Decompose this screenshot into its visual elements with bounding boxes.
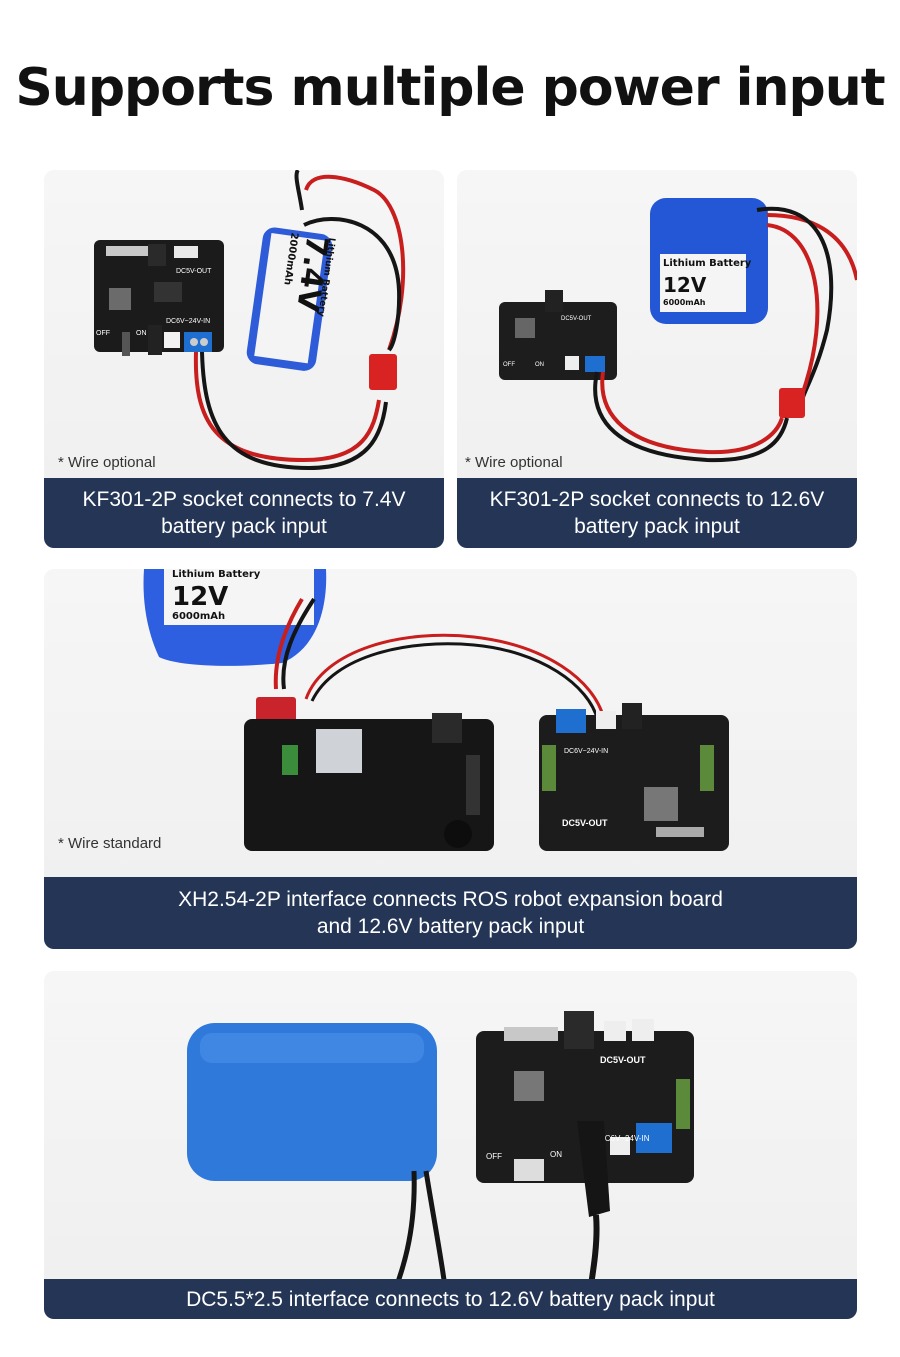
panel-caption: KF301-2P socket connects to 7.4V battery… [44,478,444,548]
panel-dc55: DC5V-OUT DC6V~24V-IN OFF ON DC5.5*2.5 in… [44,971,857,1319]
board-label-on: ON [550,1150,562,1159]
t-plug [779,388,805,418]
battery-capacity: 6000mAh [663,298,706,307]
battery-12v [650,198,768,324]
panel-caption: KF301-2P socket connects to 12.6V batter… [457,478,857,548]
t-plug [369,354,397,390]
battery-pack [187,1023,437,1181]
svg-text:DC5V-OUT: DC5V-OUT [176,268,212,275]
panel-1-photo: DC5V-OUT DC6V~24V-IN OFF ON 7.4V 2000mAh… [94,170,406,471]
board-label-dc-in: DC6V~24V-IN [564,748,608,755]
svg-text:DC6V~24V-IN: DC6V~24V-IN [166,318,210,325]
board-label-dc5v-out: DC5V-OUT [176,268,212,275]
panel-kf301-7v4: DC5V-OUT DC6V~24V-IN OFF ON 7.4V 2000mAh… [44,170,444,548]
svg-text:ON: ON [136,330,147,337]
battery-12v [143,569,327,666]
battery-voltage: 12V [172,582,228,612]
battery-title: Lithium Battery [663,258,752,269]
panel-caption: XH2.54-2P interface connects ROS robot e… [44,877,857,949]
board-label-dc-in: DC6V~24V-IN [166,318,210,325]
board-label-dc5v-out: DC5V-OUT [561,316,592,322]
driver-board [499,290,617,380]
panel-caption: DC5.5*2.5 interface connects to 12.6V ba… [44,1279,857,1319]
board-label-on: ON [136,330,147,337]
battery-title: Lithium Battery [172,569,261,580]
board-label-off: OFF [503,362,515,368]
driver-board [476,1011,694,1183]
svg-text:OFF: OFF [96,330,110,337]
board-label-off: OFF [96,330,110,337]
ros-expansion-board [244,713,494,851]
wire-note: * Wire standard [58,835,162,852]
driver-board [539,703,729,851]
board-label-off: OFF [486,1152,502,1161]
board-label-dc5v-out: DC5V-OUT [600,1055,646,1065]
page-title: Supports multiple power input [15,58,885,118]
board-label-dc-in: DC6V~24V-IN [599,1134,650,1143]
driver-board [94,240,224,356]
battery-capacity: 6000mAh [172,611,225,622]
battery-voltage: 12V [663,273,707,297]
panel-kf301-12v6: Lithium Battery 12V 6000mAh DC5V-OUT OFF… [457,170,857,548]
panel-xh254-ros: Lithium Battery 12V 6000mAh DC5V-OUT DC6… [44,569,857,949]
board-label-dc5v-out: DC5V-OUT [562,818,608,828]
panel-4-photo: DC5V-OUT DC6V~24V-IN OFF ON [187,1011,694,1319]
board-label-on: ON [535,362,544,368]
battery-7v4 [246,227,333,371]
wire-note: * Wire optional [58,454,156,471]
wire-note: * Wire optional [465,454,563,471]
panel-2-photo: Lithium Battery 12V 6000mAh DC5V-OUT OFF… [499,198,857,463]
panel-3-photo: Lithium Battery 12V 6000mAh DC5V-OUT DC6… [143,569,729,851]
